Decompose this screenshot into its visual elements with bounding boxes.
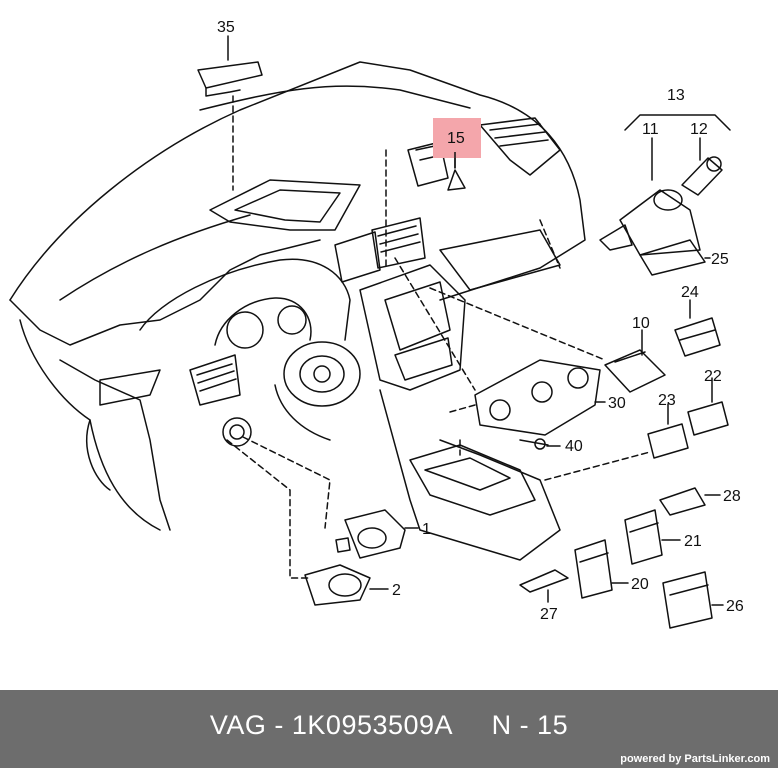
leader-lines <box>226 95 651 579</box>
part-22-drawing <box>687 401 729 436</box>
callout-15[interactable]: 15 <box>447 130 465 147</box>
part-1-drawing <box>335 509 406 559</box>
callout-10[interactable]: 10 <box>632 315 650 332</box>
callout-27[interactable]: 27 <box>540 606 558 623</box>
part-21-drawing <box>624 509 663 565</box>
callout-30[interactable]: 30 <box>608 395 626 412</box>
callout-40[interactable]: 40 <box>565 438 583 455</box>
dashboard-drawing <box>9 61 586 561</box>
powered-by-link[interactable]: powered by PartsLinker.com <box>620 753 770 765</box>
part-11-drawing <box>599 189 701 256</box>
part-25-drawing <box>639 239 706 276</box>
highlight-box-15 <box>433 118 481 158</box>
callout-leaders <box>227 35 731 606</box>
part-27-drawing <box>519 569 569 593</box>
part-26-drawing <box>662 571 713 629</box>
callout-20[interactable]: 20 <box>631 576 649 593</box>
callout-24[interactable]: 24 <box>681 284 699 301</box>
part-2-drawing <box>304 564 371 606</box>
callout-21[interactable]: 21 <box>684 533 702 550</box>
callout-22[interactable]: 22 <box>704 368 722 385</box>
callout-2[interactable]: 2 <box>392 582 401 599</box>
callout-25[interactable]: 25 <box>711 251 729 268</box>
part-40-drawing <box>519 438 549 450</box>
callout-11[interactable]: 11 <box>642 121 659 138</box>
callout-23[interactable]: 23 <box>658 392 676 409</box>
parts-diagram: 35 15 13 11 12 25 24 10 30 40 22 23 28 2… <box>9 19 744 629</box>
part-30-drawing <box>474 359 601 436</box>
callout-1[interactable]: 1 <box>422 521 431 538</box>
part-10-drawing <box>604 349 666 393</box>
callout-13[interactable]: 13 <box>667 87 685 104</box>
part-12-drawing <box>681 156 723 196</box>
callout-26[interactable]: 26 <box>726 598 744 615</box>
part-number-title: VAG - 1K0953509A N - 15 <box>209 710 569 740</box>
part-23-drawing <box>647 423 689 459</box>
callout-35[interactable]: 35 <box>217 19 235 36</box>
part-24-drawing <box>674 317 721 357</box>
footer-bar: VAG - 1K0953509A N - 15 powered by Parts… <box>0 690 778 768</box>
part-35-drawing <box>197 61 263 97</box>
part-20-drawing <box>574 539 613 599</box>
part-28-drawing <box>659 487 706 516</box>
callout-12[interactable]: 12 <box>690 121 708 138</box>
callout-28[interactable]: 28 <box>723 488 741 505</box>
